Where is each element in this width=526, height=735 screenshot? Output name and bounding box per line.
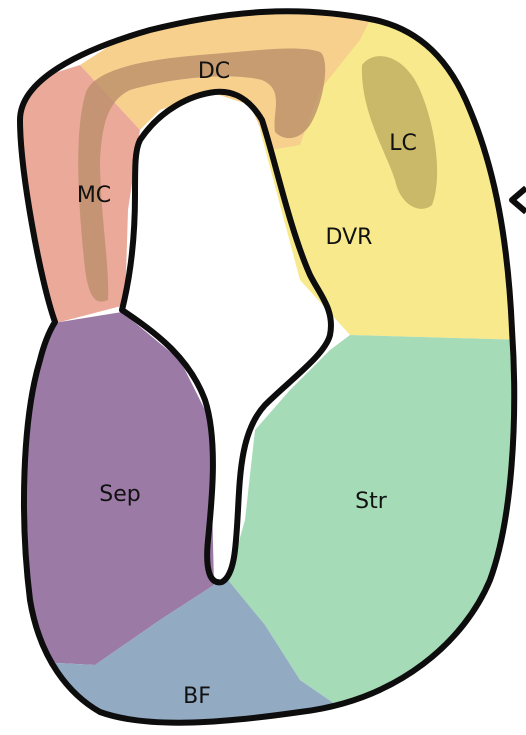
- label-bf: BF: [183, 684, 211, 709]
- label-mc: MC: [77, 183, 111, 208]
- edge-pointer-mark: [512, 188, 526, 212]
- label-dvr: DVR: [326, 225, 373, 250]
- label-dc: DC: [198, 59, 230, 84]
- label-sep: Sep: [99, 482, 140, 507]
- label-lc: LC: [389, 131, 417, 156]
- label-str: Str: [355, 489, 388, 514]
